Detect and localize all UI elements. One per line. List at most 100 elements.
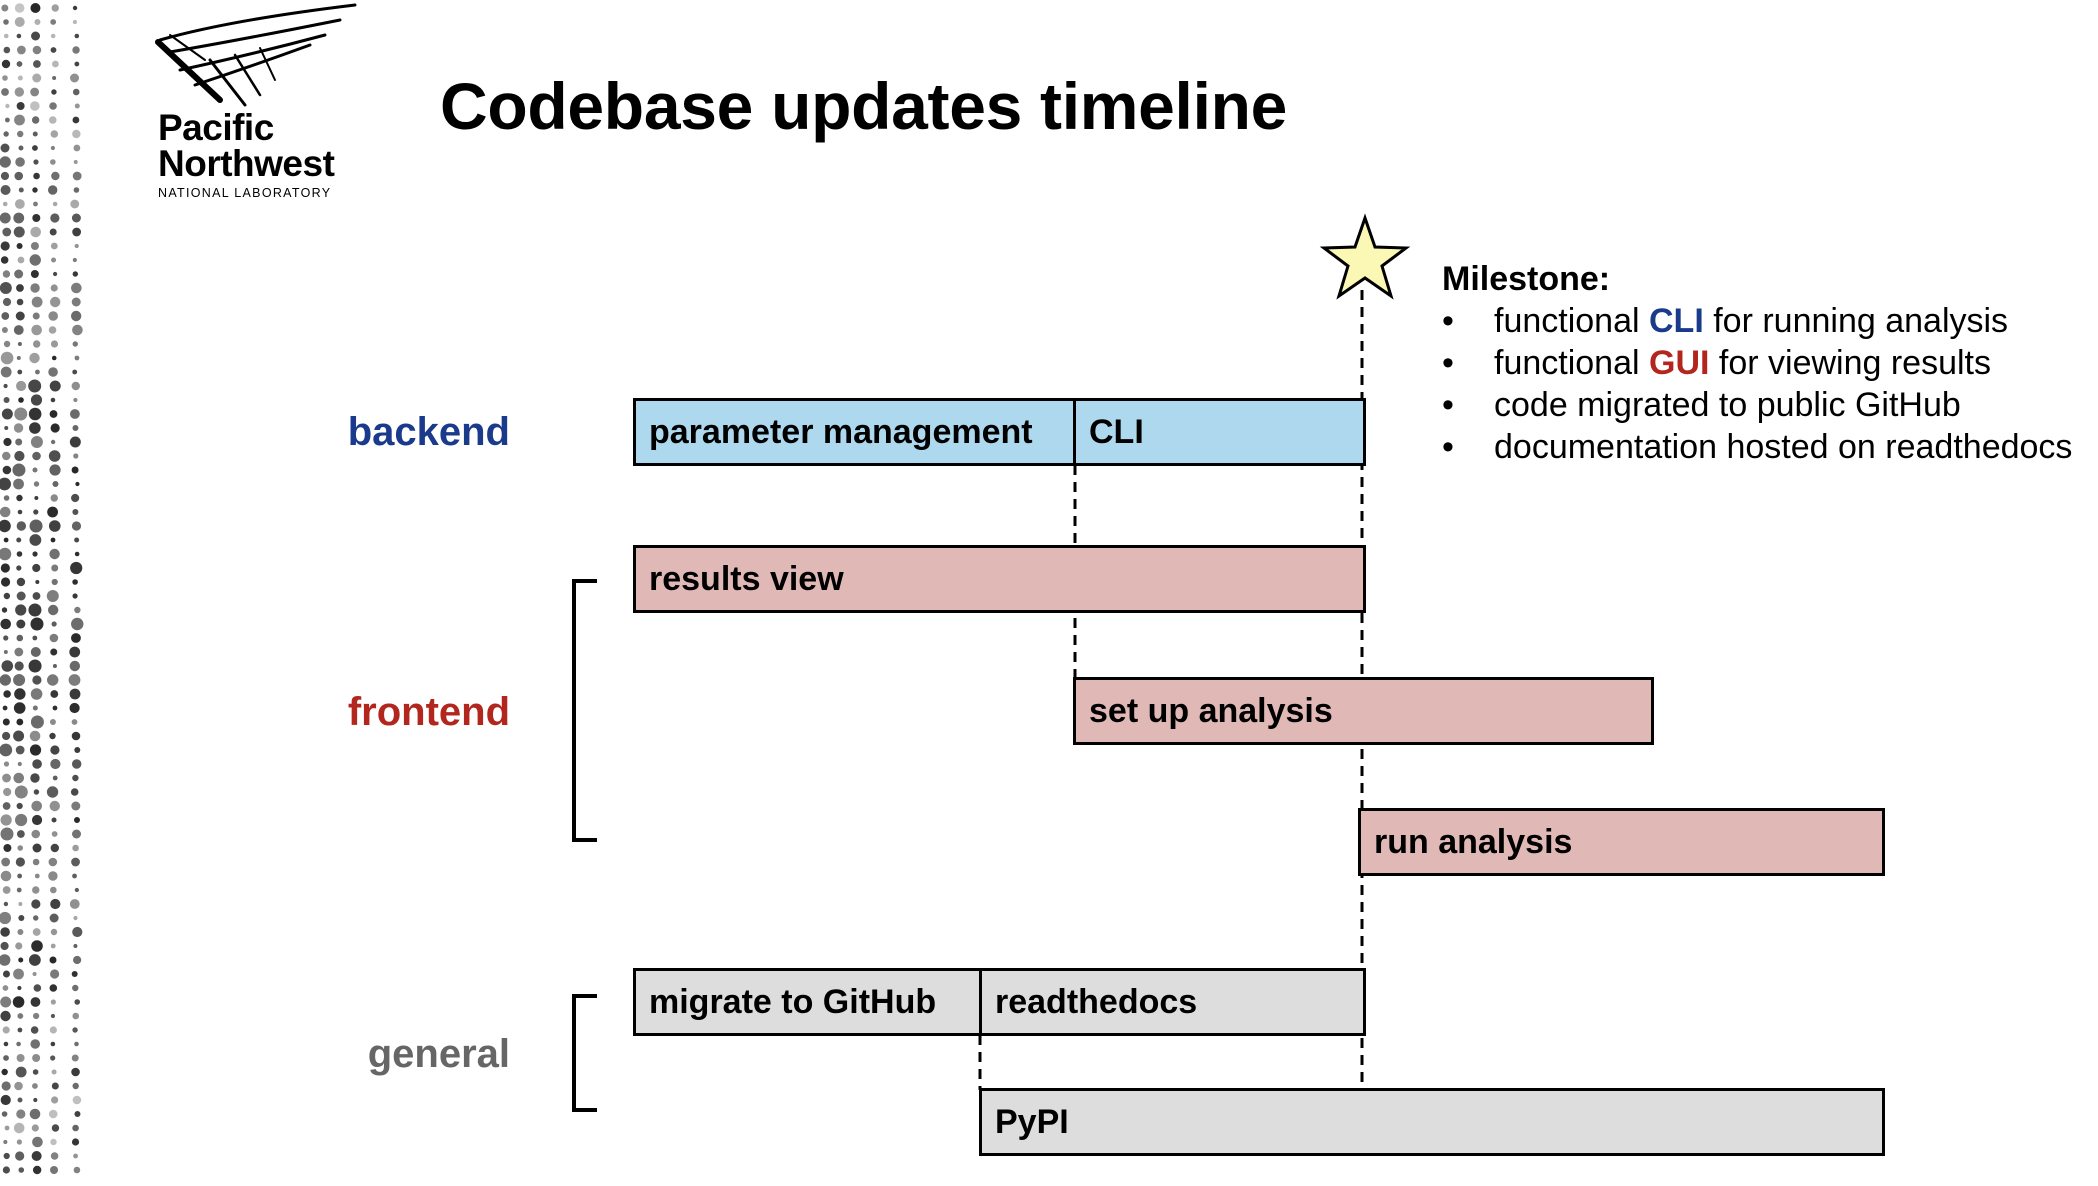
decorative-dot <box>30 1026 39 1034</box>
decorative-dot <box>17 369 23 375</box>
decorative-dot <box>3 1139 8 1145</box>
decorative-dot <box>32 971 37 977</box>
decorative-dot <box>32 1165 42 1175</box>
decorative-dot <box>3 19 9 25</box>
decorative-dot <box>30 226 42 238</box>
decorative-dot <box>71 731 81 741</box>
decorative-dot <box>32 1054 41 1062</box>
decorative-dot <box>51 831 58 837</box>
decorative-dot <box>51 1096 59 1104</box>
decorative-dot <box>0 814 12 826</box>
decorative-dot <box>13 1122 25 1134</box>
decorative-dot <box>49 956 57 964</box>
decorative-dot <box>0 996 12 1008</box>
decorative-dot <box>73 944 78 948</box>
milestone-item: •functional GUI for viewing results <box>1442 342 2082 384</box>
milestone-item: •code migrated to public GitHub <box>1442 384 2082 426</box>
decorative-dot <box>13 212 25 224</box>
decorative-dot <box>0 743 13 757</box>
decorative-dot <box>74 33 80 39</box>
milestone-notes: Milestone: •functional CLI for running a… <box>1442 258 2082 468</box>
decorative-dot <box>74 817 81 823</box>
decorative-dot <box>48 857 58 867</box>
decorative-dot <box>32 563 41 573</box>
logo-line-northwest: Northwest <box>158 143 335 184</box>
decorative-dot <box>2 201 8 207</box>
decorative-dot <box>70 788 79 796</box>
decorative-dot <box>30 436 43 448</box>
decorative-dot <box>15 813 28 827</box>
decorative-dot <box>51 578 58 586</box>
decorative-dot <box>17 1013 24 1019</box>
decorative-dot <box>1 327 8 333</box>
decorative-dot <box>49 410 58 418</box>
milestone-list: •functional CLI for running analysis •fu… <box>1442 300 2082 468</box>
decorative-dot <box>0 547 12 561</box>
decorative-dot <box>17 845 24 851</box>
decorative-dot <box>73 397 78 403</box>
decorative-dot <box>3 844 12 852</box>
decorative-dot <box>14 450 25 462</box>
decorative-dot <box>48 311 58 321</box>
decorative-dot <box>14 171 24 181</box>
decorative-dot <box>2 227 12 237</box>
decorative-dot <box>3 46 11 54</box>
decorative-dot <box>49 548 60 560</box>
decorative-dot <box>30 617 44 631</box>
decorative-dot <box>18 915 25 921</box>
decorative-dot <box>72 829 82 839</box>
decorative-dot <box>50 284 58 292</box>
decorative-dot <box>72 774 79 782</box>
decorative-dot <box>32 451 41 461</box>
decorative-dot <box>31 940 43 952</box>
decorative-dot <box>18 957 24 963</box>
decorative-dot <box>50 159 56 165</box>
decorative-dot <box>70 561 83 575</box>
decorative-dot <box>28 954 41 966</box>
decorative-dot <box>16 565 22 571</box>
decorative-dot <box>3 787 12 797</box>
decorative-dot <box>16 1139 22 1145</box>
decorative-dot <box>74 551 80 557</box>
decorative-dot <box>71 1067 80 1077</box>
decorative-dot <box>68 674 81 686</box>
decorative-dot <box>15 1151 25 1161</box>
decorative-dot <box>32 635 38 641</box>
decorative-dot <box>2 297 12 307</box>
decorative-dot <box>51 60 59 68</box>
decorative-dot <box>74 537 80 543</box>
decorative-dot <box>70 310 82 322</box>
milestone-item-text-end: for viewing results <box>1709 344 1991 382</box>
pnnl-logo-icon <box>155 3 357 107</box>
decorative-dot <box>50 1138 57 1146</box>
decorative-dot <box>69 688 81 700</box>
decorative-dot <box>3 495 10 501</box>
decorative-dot <box>13 226 25 238</box>
logo-line-pacific: Pacific <box>158 107 274 148</box>
decorative-dot <box>50 423 60 433</box>
decorative-dot <box>3 33 9 39</box>
decorative-dot <box>51 4 59 12</box>
decorative-dot <box>28 379 42 393</box>
decorative-dot <box>47 674 59 686</box>
decorative-dot <box>35 369 40 375</box>
decorative-dot <box>31 814 43 826</box>
decorative-dot <box>74 355 80 361</box>
decorative-dot <box>0 241 10 251</box>
decorative-dot <box>70 73 80 83</box>
decorative-dot <box>72 844 79 852</box>
decorative-dot <box>17 75 23 81</box>
decorative-dot <box>17 929 24 935</box>
decorative-dot <box>72 509 79 515</box>
decorative-dot <box>31 1124 39 1132</box>
decorative-dot <box>48 520 61 532</box>
decorative-dot <box>31 829 41 839</box>
bullet: • <box>1442 386 1454 424</box>
decorative-dot <box>0 927 10 937</box>
decorative-dot <box>12 996 25 1008</box>
decorative-dot <box>16 577 26 587</box>
decorative-dot <box>50 745 60 755</box>
decorative-dot <box>30 773 40 783</box>
decorative-dot <box>33 984 42 992</box>
decorative-dot <box>73 187 80 193</box>
